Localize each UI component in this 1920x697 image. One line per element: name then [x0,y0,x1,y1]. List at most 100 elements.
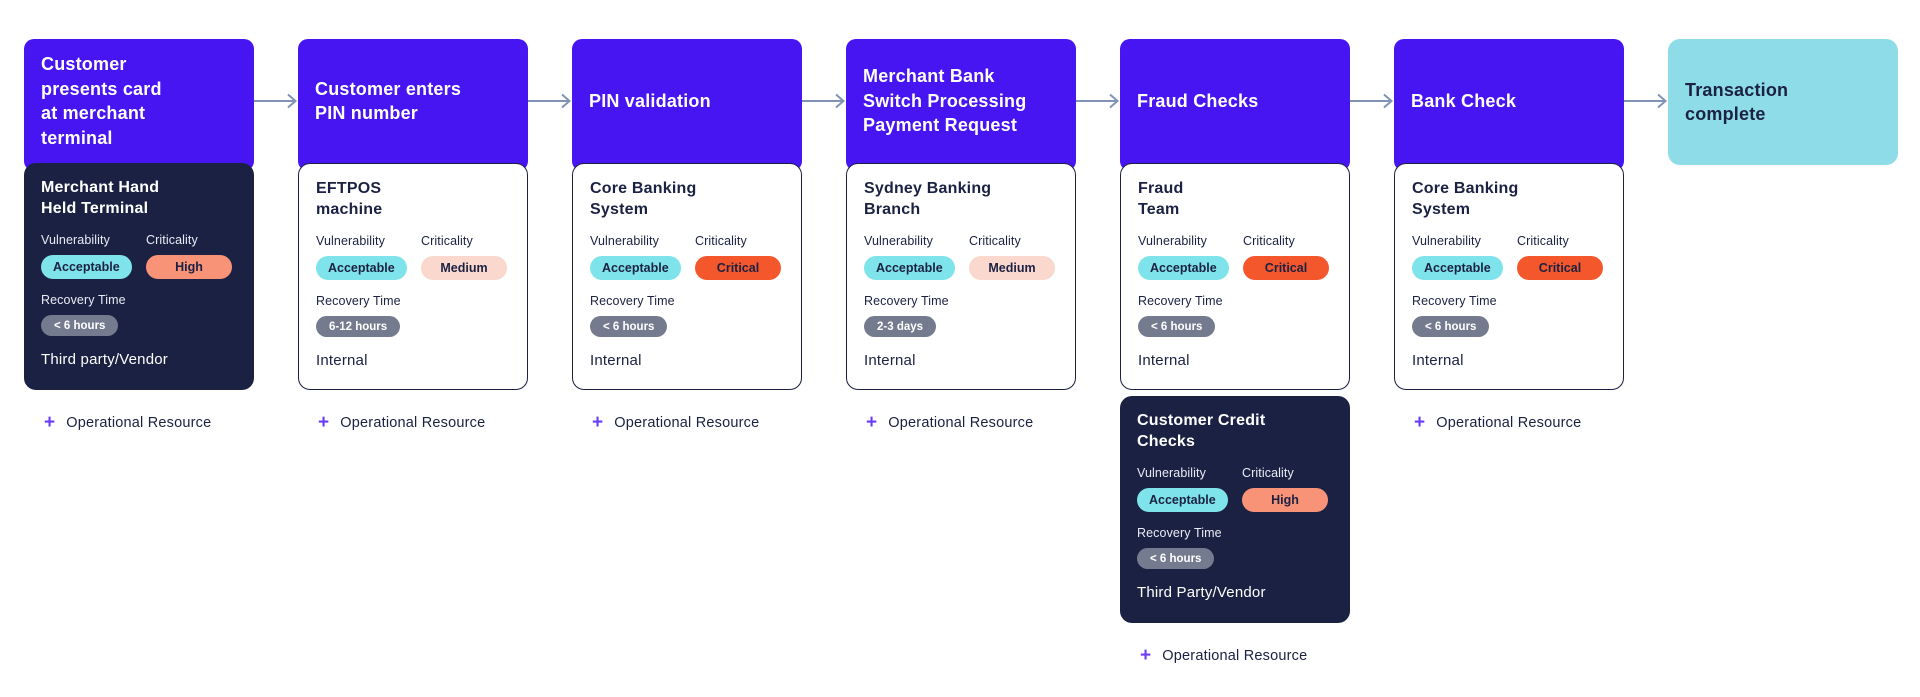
vulnerability-chip: Acceptable [1138,256,1229,280]
plus-icon: + [592,412,604,433]
vulnerability-label: Vulnerability [1137,466,1206,480]
flow-arrow [528,93,572,109]
step-header[interactable]: Customer enters PIN number [298,39,528,171]
add-operational-resource-label: Operational Resource [614,414,760,431]
flow-step-7: Transaction complete [1668,39,1898,165]
ownership-label: Third Party/Vendor [1137,584,1266,601]
process-flow-canvas: Customer presents card at merchant termi… [24,39,1898,665]
criticality-label: Criticality [146,233,198,247]
resource-name: Merchant Hand Held Terminal [41,179,160,217]
step-header[interactable]: Bank Check [1394,39,1624,171]
recovery-time-chip: < 6 hours [1137,548,1215,569]
recovery-time-attribute: Recovery Time < 6 hours [1412,293,1607,337]
criticality-label: Criticality [1242,466,1294,480]
step-header[interactable]: Merchant Bank Switch Processing Payment … [846,39,1076,171]
ownership-label: Internal [316,352,368,369]
criticality-chip: High [146,255,232,279]
vulnerability-chip: Acceptable [41,255,132,279]
vulnerability-label: Vulnerability [41,233,110,247]
step-header[interactable]: Customer presents card at merchant termi… [24,39,254,171]
criticality-label: Criticality [695,234,747,248]
vulnerability-label: Vulnerability [864,234,933,248]
plus-icon: + [1140,645,1152,666]
recovery-time-label: Recovery Time [1412,294,1497,308]
add-operational-resource-button[interactable]: +Operational Resource [1394,413,1624,432]
recovery-time-label: Recovery Time [316,294,401,308]
criticality-chip: High [1242,488,1328,512]
recovery-time-chip: < 6 hours [590,316,668,337]
criticality-label: Criticality [1243,234,1295,248]
arrow-right-icon [254,93,298,109]
arrow-right-icon [528,93,572,109]
resource-name: Core Banking System [1412,180,1519,218]
flow-arrow [254,93,298,109]
criticality-chip: Critical [1517,256,1603,280]
vulnerability-chip: Acceptable [316,256,407,280]
recovery-time-chip: < 6 hours [1412,316,1490,337]
ownership-label: Internal [864,352,916,369]
add-operational-resource-label: Operational Resource [888,414,1034,431]
vulnerability-chip: Acceptable [590,256,681,280]
flow-step-4: Merchant Bank Switch Processing Payment … [846,39,1076,432]
add-operational-resource-button[interactable]: + Operational Resource [846,413,1076,432]
step-title: Merchant Bank Switch Processing Payment … [863,66,1027,136]
vulnerability-label: Vulnerability [590,234,659,248]
recovery-time-attribute: Recovery Time< 6 hours [1137,525,1334,569]
step-title: Fraud Checks [1137,90,1259,111]
flow-arrow [1076,93,1120,109]
resource-name: Fraud Team [1138,180,1184,218]
add-operational-resource-button[interactable]: +Operational Resource [298,413,528,432]
resource-name: Sydney Banking Branch [864,180,992,218]
criticality-label: Criticality [421,234,473,248]
recovery-time-attribute: Recovery Time 6-12 hours [316,293,511,337]
criticality-label: Criticality [969,234,1021,248]
vulnerability-label: Vulnerability [1412,234,1481,248]
recovery-time-attribute: Recovery Time< 6 hours [41,292,238,336]
plus-icon: + [1414,412,1426,433]
criticality-label: Criticality [1517,234,1569,248]
flow-arrow [802,93,846,109]
recovery-time-label: Recovery Time [864,294,949,308]
step-header[interactable]: Fraud Checks [1120,39,1350,171]
arrow-right-icon [1350,93,1394,109]
plus-icon: + [866,412,878,433]
end-step-header[interactable]: Transaction complete [1668,39,1898,165]
add-operational-resource-label: Operational Resource [1162,647,1308,664]
criticality-chip: Critical [695,256,781,280]
add-operational-resource-button[interactable]: + Operational Resource [572,413,802,432]
step-header[interactable]: PIN validation [572,39,802,171]
arrow-right-icon [1076,93,1120,109]
add-operational-resource-button[interactable]: +Operational Resource [24,413,254,432]
add-operational-resource-button[interactable]: + Operational Resource [1120,646,1350,665]
recovery-time-chip: 6-12 hours [316,316,401,337]
step-title: Customer presents card at merchant termi… [41,54,162,148]
recovery-time-label: Recovery Time [590,294,675,308]
ownership-label: Third party/Vendor [41,351,168,368]
vulnerability-label: Vulnerability [316,234,385,248]
